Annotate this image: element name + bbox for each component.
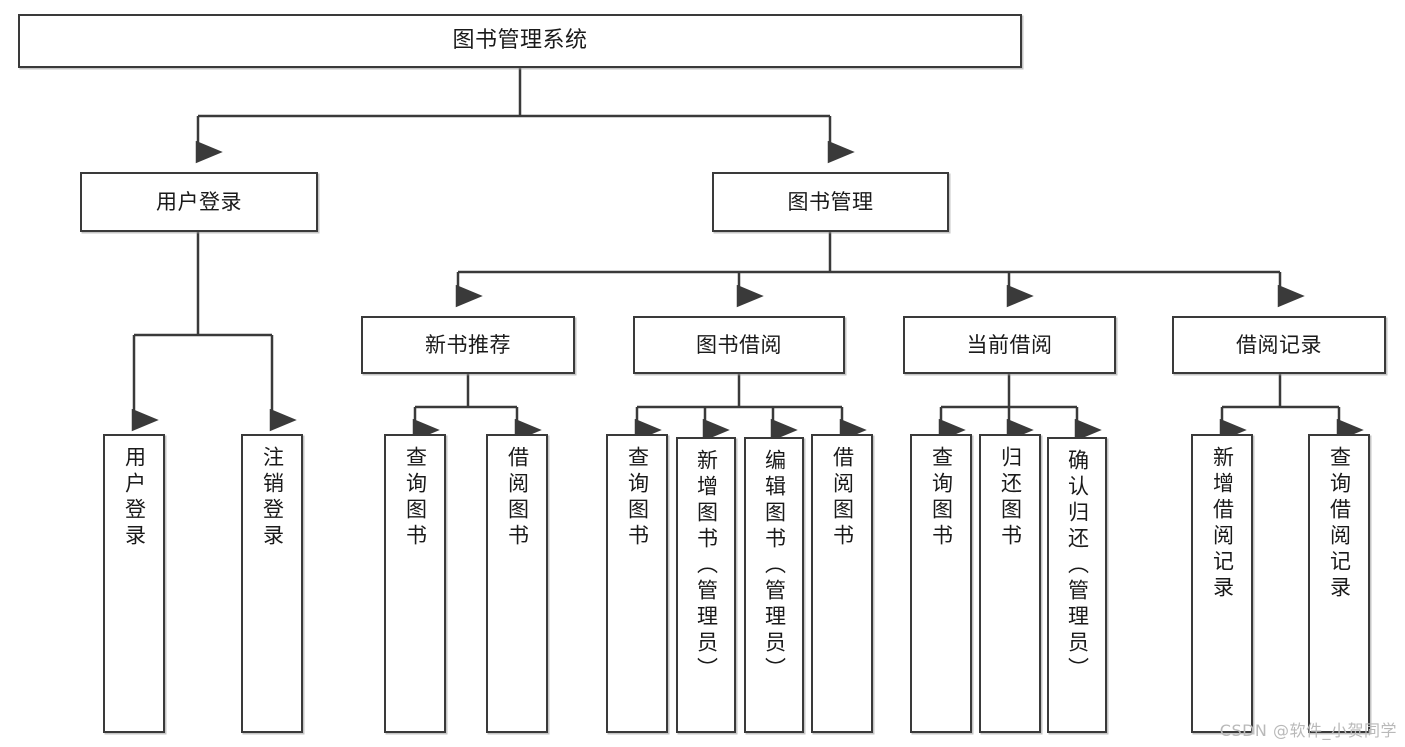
node-label: 确认归还（管理员） xyxy=(1065,449,1090,683)
leaf-book-borrow-edit-book-admin[interactable]: 编辑图书（管理员） xyxy=(744,437,804,733)
node-label: 新增借阅记录 xyxy=(1210,446,1235,602)
node-book-borrow[interactable]: 图书借阅 xyxy=(633,316,845,374)
leaf-current-borrow-return-books[interactable]: 归还图书 xyxy=(979,434,1041,733)
node-label: 借阅图书 xyxy=(830,446,855,550)
node-label: 查询图书 xyxy=(403,446,428,550)
node-label: 借阅记录 xyxy=(1236,332,1322,357)
leaf-borrow-record-add-record[interactable]: 新增借阅记录 xyxy=(1191,434,1253,733)
node-label: 图书管理 xyxy=(787,189,874,214)
leaf-user-login-do-login[interactable]: 用户登录 xyxy=(103,434,165,733)
node-root-book-management-system[interactable]: 图书管理系统 xyxy=(18,14,1022,68)
leaf-new-book-borrow-books[interactable]: 借阅图书 xyxy=(486,434,548,733)
leaf-current-borrow-confirm-return-admin[interactable]: 确认归还（管理员） xyxy=(1047,437,1107,733)
node-current-borrow[interactable]: 当前借阅 xyxy=(903,316,1116,374)
node-label: 当前借阅 xyxy=(966,332,1053,357)
node-label: 归还图书 xyxy=(998,446,1023,550)
node-borrow-record[interactable]: 借阅记录 xyxy=(1172,316,1386,374)
node-book-management[interactable]: 图书管理 xyxy=(712,172,949,232)
leaf-book-borrow-query-books[interactable]: 查询图书 xyxy=(606,434,668,733)
node-label: 查询图书 xyxy=(929,446,954,550)
node-label: 借阅图书 xyxy=(505,446,530,550)
node-label: 查询图书 xyxy=(625,446,650,550)
node-label: 查询借阅记录 xyxy=(1327,446,1352,602)
leaf-user-login-logout[interactable]: 注销登录 xyxy=(241,434,303,733)
node-label: 用户登录 xyxy=(156,189,242,214)
node-label: 注销登录 xyxy=(260,446,285,550)
leaf-current-borrow-query-books[interactable]: 查询图书 xyxy=(910,434,972,733)
leaf-book-borrow-add-book-admin[interactable]: 新增图书（管理员） xyxy=(676,437,736,733)
node-label: 编辑图书（管理员） xyxy=(762,449,787,683)
node-label: 新增图书（管理员） xyxy=(694,449,719,683)
node-new-book-recommendation[interactable]: 新书推荐 xyxy=(361,316,575,374)
csdn-watermark: CSDN @软件_小贺同学 xyxy=(1219,721,1397,740)
leaf-new-book-query-books[interactable]: 查询图书 xyxy=(384,434,446,733)
node-label: 图书借阅 xyxy=(696,332,782,357)
node-user-login[interactable]: 用户登录 xyxy=(80,172,318,232)
leaf-book-borrow-borrow-books[interactable]: 借阅图书 xyxy=(811,434,873,733)
node-label: 图书管理系统 xyxy=(452,28,588,54)
leaf-borrow-record-query-record[interactable]: 查询借阅记录 xyxy=(1308,434,1370,733)
node-label: 新书推荐 xyxy=(425,332,511,357)
node-label: 用户登录 xyxy=(122,446,147,550)
